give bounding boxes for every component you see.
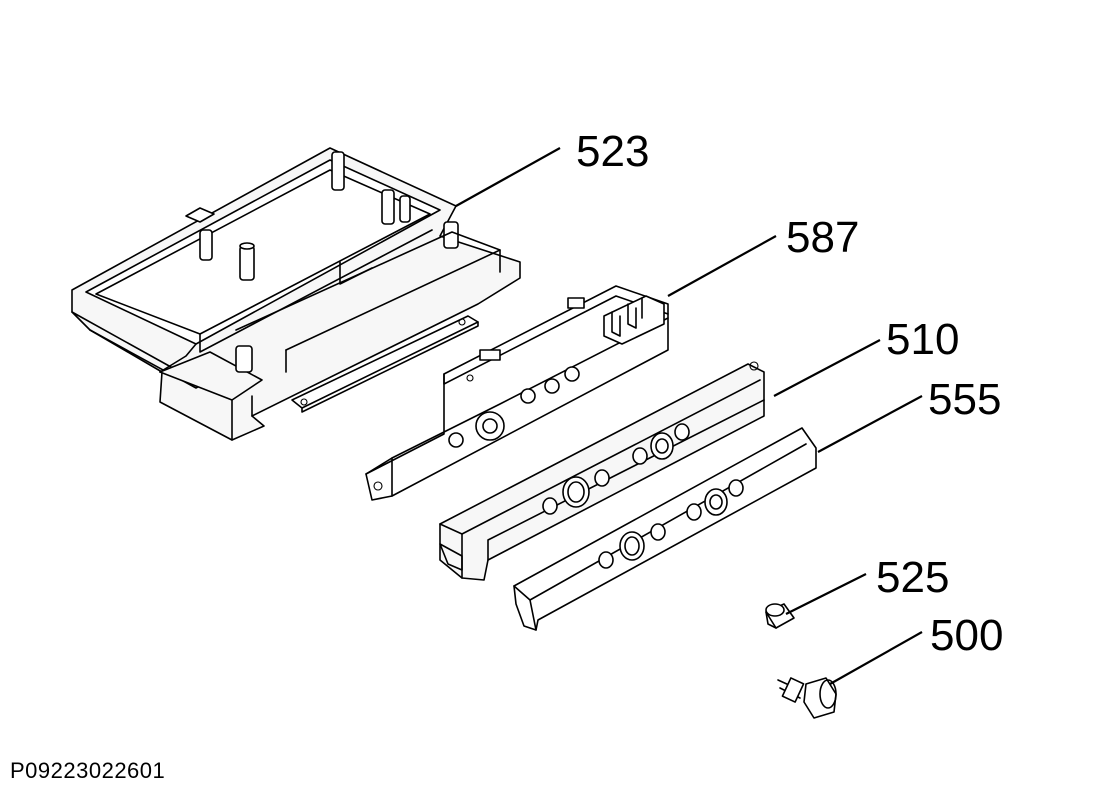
part-label-525: 525 — [876, 553, 949, 602]
leader-510 — [773, 339, 881, 397]
leader-lines — [455, 147, 923, 685]
part-label-555: 555 — [928, 375, 1001, 424]
leader-555 — [817, 395, 923, 453]
part-523-housing — [71, 147, 521, 441]
leader-525 — [785, 573, 867, 615]
part-label-587: 587 — [786, 213, 859, 262]
part-555-cover-strip — [513, 427, 817, 631]
leader-587 — [667, 235, 777, 297]
part-labels: 523 587 510 555 525 500 — [576, 127, 1003, 660]
part-525-cap — [765, 603, 795, 629]
part-label-510: 510 — [886, 315, 959, 364]
document-code: P09223022601 — [10, 758, 166, 783]
part-label-523: 523 — [576, 127, 649, 176]
part-label-500: 500 — [930, 611, 1003, 660]
leader-500 — [829, 631, 923, 685]
part-500-knob — [777, 677, 837, 719]
part-587-circuit-board — [365, 285, 669, 501]
leader-523 — [455, 147, 561, 207]
part-510-control-panel — [439, 361, 765, 581]
